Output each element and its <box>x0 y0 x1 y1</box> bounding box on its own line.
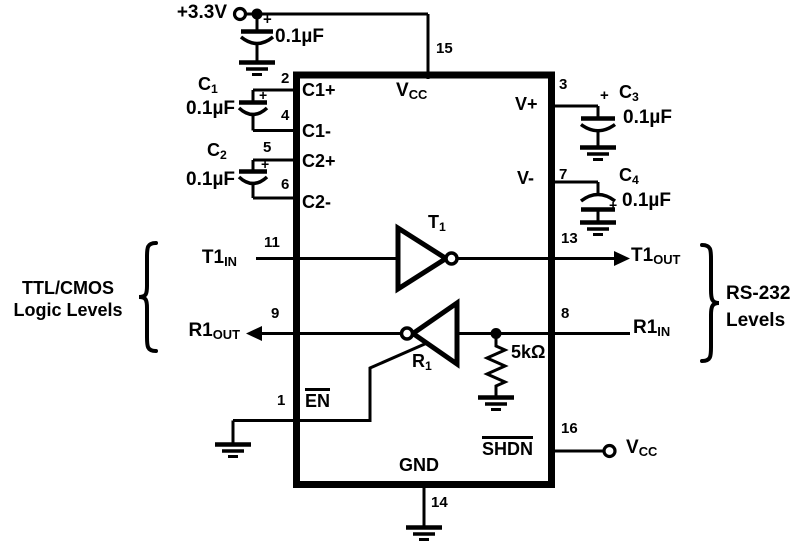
pullup-resistor-value: 5kΩ <box>511 342 546 362</box>
wire-supply-rail <box>240 12 430 79</box>
rs232-annotation: RS-232 Levels <box>726 280 790 334</box>
t1-inverter-bubble <box>444 251 459 266</box>
pin-number-1: 1 <box>277 392 286 409</box>
c1-arc <box>237 106 269 117</box>
pin-number-16: 16 <box>561 420 578 437</box>
brace-right <box>700 243 720 363</box>
pin-number-5: 5 <box>263 139 272 156</box>
shdn-terminal-circle <box>602 443 617 459</box>
r1in-signal-label: R1IN <box>633 317 671 340</box>
c4-name: C4 <box>619 165 639 187</box>
t1-driver-triangle <box>395 223 451 294</box>
ic-pin-label-vplus: V+ <box>515 94 538 114</box>
r1out-signal-label: R1OUT <box>188 320 240 343</box>
ground-symbol-c3 <box>580 145 616 161</box>
c4-arc <box>579 192 617 203</box>
wire-c1-bottom <box>251 115 298 132</box>
t1in-signal-label: T1IN <box>201 247 237 270</box>
bypass-cap-arc <box>239 35 275 46</box>
pin-number-11: 11 <box>264 234 280 251</box>
c4-value: 0.1µF <box>622 190 671 211</box>
rs232-line2: Levels <box>726 310 786 331</box>
junction-dot-r1in <box>490 328 502 339</box>
bypass-cap-polarity: + <box>263 11 272 28</box>
t1out-signal-label: T1OUT <box>631 245 681 268</box>
c2-value: 0.1µF <box>186 169 235 190</box>
r1-receiver-triangle <box>408 298 460 369</box>
c3-arc <box>579 123 617 133</box>
ground-symbol-resistor <box>478 395 514 411</box>
t1out-arrowhead <box>614 251 630 266</box>
brace-left <box>138 241 158 353</box>
pin-number-3: 3 <box>559 76 568 93</box>
pin-number-4: 4 <box>281 107 290 124</box>
supply-label: +3.3V <box>176 2 227 23</box>
pin-number-6: 6 <box>281 176 290 193</box>
pin-number-7: 7 <box>559 166 568 183</box>
wire-c4 <box>548 180 600 195</box>
ic-pin-label-c1minus: C1- <box>302 121 332 141</box>
pin-number-13: 13 <box>561 230 578 247</box>
wire-c2-top <box>251 158 298 171</box>
bypass-cap-value: 0.1µF <box>275 26 324 47</box>
ic-pin-label-en: EN <box>305 388 331 412</box>
t1-driver-label: T1 <box>428 212 446 234</box>
ground-symbol-c4 <box>580 220 616 236</box>
c1-name: C1 <box>198 74 218 96</box>
rs232-line1: RS-232 <box>726 283 791 304</box>
ground-symbol-gnd14 <box>406 525 442 541</box>
wire-c1-top <box>251 88 298 102</box>
wire-c3 <box>548 104 600 118</box>
ic-pin-label-c2minus: C2- <box>302 192 332 212</box>
wire-en-enable <box>233 341 428 422</box>
c1-polarity: + <box>259 87 268 103</box>
ic-pin-label-c1plus: C1+ <box>302 80 336 100</box>
c3-value: 0.1µF <box>623 107 672 128</box>
r1-inverter-bubble <box>399 326 415 341</box>
ic-body <box>293 71 555 488</box>
ttl-cmos-line1: TTL/CMOS <box>22 278 114 298</box>
pin-number-2: 2 <box>281 70 290 87</box>
ic-pin-label-shdn: SHDN <box>482 436 534 460</box>
pin-number-15: 15 <box>436 40 453 57</box>
ground-symbol-en <box>215 442 251 458</box>
ic-pin-label-gnd: GND <box>399 455 439 475</box>
r1out-arrowhead <box>246 326 262 341</box>
pin-number-9: 9 <box>271 305 280 322</box>
c3-polarity: + <box>600 87 609 104</box>
pullup-resistor-zigzag <box>483 338 509 397</box>
c2-arc <box>237 175 269 186</box>
ttl-cmos-annotation: TTL/CMOS Logic Levels <box>0 277 136 321</box>
ttl-cmos-line2: Logic Levels <box>13 300 123 320</box>
c3-name: C3 <box>619 82 639 104</box>
c1-value: 0.1µF <box>186 98 235 119</box>
junction-dot-supply <box>251 8 263 20</box>
ic-pin-label-c2plus: C2+ <box>302 151 336 171</box>
c2-name: C2 <box>207 140 227 162</box>
supply-terminal-circle <box>232 6 248 22</box>
ic-pin-label-vminus: V- <box>517 168 535 188</box>
ic-pin-label-vcc: VCC <box>396 80 428 103</box>
wire-c2-bottom <box>251 184 298 200</box>
r1-receiver-label: R1 <box>412 351 432 373</box>
c2-polarity: + <box>261 156 270 172</box>
c4-polarity: + <box>609 197 618 213</box>
pin-number-14: 14 <box>431 494 448 511</box>
shdn-vcc-label: VCC <box>626 437 658 460</box>
pin-number-8: 8 <box>561 305 570 322</box>
ground-symbol-bypass <box>239 60 275 76</box>
